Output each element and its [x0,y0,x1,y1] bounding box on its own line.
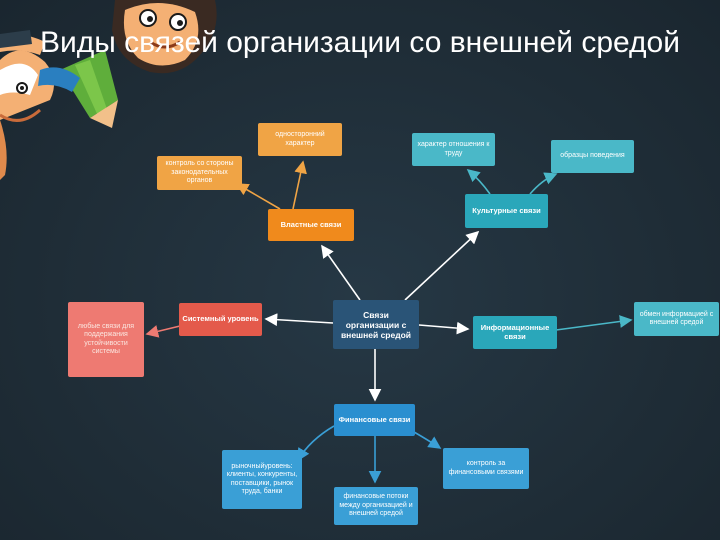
node-systemic-any: любые связи для поддержания устойчивости… [68,302,144,377]
node-financial: Финансовые связи [334,404,415,436]
arrow-center-to-systemic [264,313,334,327]
arrow-cultural-to-patterns [529,172,558,195]
arrow-center-to-cultural [404,230,480,301]
arrow-financial-to-control [413,431,442,449]
node-fin-flows: финансовые потоки между организацией и в… [334,487,418,525]
arrow-power-to-one-sided [292,160,307,210]
node-center: Связи организации с внешней средой [333,300,419,349]
arrow-financial-to-market [297,425,335,462]
node-fin-control: контроль за финансовыми связями [443,448,529,489]
node-power-control: контроль со стороны законодательных орга… [157,156,242,190]
node-power: Властные связи [268,209,354,241]
node-fin-market: рыночныйуровень: клиенты, конкуренты, по… [222,450,302,509]
node-cultural: Культурные связи [465,194,548,228]
node-cultural-attitude: характер отношения к труду [412,133,495,166]
arrow-center-to-info [418,321,470,335]
arrow-systemic-to-any [145,325,181,338]
node-info: Информационные связи [473,316,557,349]
node-systemic: Системный уровень [179,303,262,336]
arrow-power-to-control [235,183,281,210]
node-info-exchange: обмен информацией с внешней средой [634,302,719,336]
arrow-info-to-exchange [555,315,633,331]
node-cultural-patterns: образцы поведения [551,140,634,173]
slide-title: Виды связей организации со внешней средо… [40,26,680,59]
arrow-cultural-to-attitude [466,168,491,195]
node-power-one-sided: односторонний характер [258,123,342,156]
arrow-center-to-power [321,244,361,301]
